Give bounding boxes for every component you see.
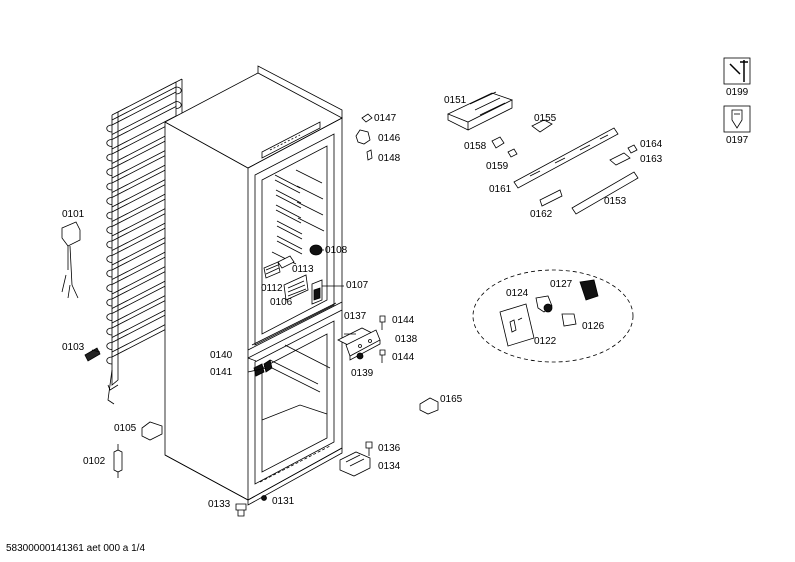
label-0137: 0137: [344, 311, 367, 322]
part-0144-upper: [379, 315, 386, 330]
label-0131: 0131: [272, 496, 295, 507]
label-0159: 0159: [486, 161, 509, 172]
label-0197: 0197: [726, 135, 749, 146]
grease-tube-icon: [723, 105, 751, 133]
part-0161: [513, 127, 619, 189]
part-0153: [571, 171, 639, 215]
part-0144-lower: [379, 349, 386, 363]
label-0122: 0122: [534, 336, 557, 347]
label-0107: 0107: [346, 280, 369, 291]
part-0102: [113, 444, 123, 478]
label-0133: 0133: [208, 499, 231, 510]
part-0127: [579, 279, 599, 301]
part-0141: [263, 359, 273, 373]
part-0101-plug: [61, 221, 81, 299]
label-0105: 0105: [114, 423, 137, 434]
part-0137-hinge: [337, 327, 381, 361]
label-0144-lower: 0144: [392, 352, 415, 363]
part-0134: [339, 451, 371, 477]
part-0151: [447, 91, 514, 131]
label-0134: 0134: [378, 461, 401, 472]
detail-group-outline: [472, 269, 634, 363]
part-0148: [366, 149, 373, 161]
part-0164: [627, 144, 638, 154]
wrench-screwdriver-icon: [723, 57, 751, 85]
part-0122: [499, 303, 535, 347]
fridge-cabinet: [164, 65, 343, 506]
part-0140: [253, 363, 265, 377]
part-0165: [419, 397, 439, 415]
part-0159: [507, 148, 518, 158]
label-0140: 0140: [210, 350, 233, 361]
label-0146: 0146: [378, 133, 401, 144]
part-0126: [561, 313, 577, 327]
part-0162: [539, 189, 563, 207]
label-0127: 0127: [550, 279, 573, 290]
label-0124: 0124: [506, 288, 529, 299]
label-0139: 0139: [351, 368, 374, 379]
label-0136: 0136: [378, 443, 401, 454]
part-0146: [355, 129, 371, 145]
label-0103: 0103: [62, 342, 85, 353]
label-0164: 0164: [640, 139, 663, 150]
label-0163: 0163: [640, 154, 663, 165]
label-0126: 0126: [582, 321, 605, 332]
part-0106: [283, 274, 309, 301]
label-0113: 0113: [292, 264, 314, 275]
label-0141: 0141: [210, 367, 233, 378]
label-0108: 0108: [325, 245, 348, 256]
label-0153: 0153: [604, 196, 627, 207]
label-0162: 0162: [530, 209, 553, 220]
label-0144-upper: 0144: [392, 315, 415, 326]
label-0106: 0106: [270, 297, 293, 308]
part-0113: [277, 255, 295, 269]
condenser-coil: [106, 78, 183, 405]
label-0158: 0158: [464, 141, 487, 152]
label-0155: 0155: [534, 113, 557, 124]
part-0136: [365, 441, 373, 456]
label-0161: 0161: [489, 184, 512, 195]
label-0151: 0151: [444, 95, 467, 106]
part-0155: [531, 119, 553, 133]
part-0163: [609, 152, 631, 166]
label-0199: 0199: [726, 87, 749, 98]
label-0165: 0165: [440, 394, 463, 405]
label-0112: 0112: [261, 283, 283, 294]
label-0148: 0148: [378, 153, 401, 164]
part-0158: [491, 136, 505, 149]
document-footer-id: 58300000141361 aet 000 a 1/4: [6, 543, 146, 554]
part-0105: [141, 421, 163, 441]
part-0133: [235, 503, 247, 517]
label-0138: 0138: [395, 334, 418, 345]
part-0139: [356, 352, 364, 360]
label-0147: 0147: [374, 113, 397, 124]
part-0131: [261, 495, 267, 501]
part-0147: [361, 113, 373, 123]
label-0101: 0101: [62, 209, 85, 220]
label-0102: 0102: [83, 456, 106, 467]
